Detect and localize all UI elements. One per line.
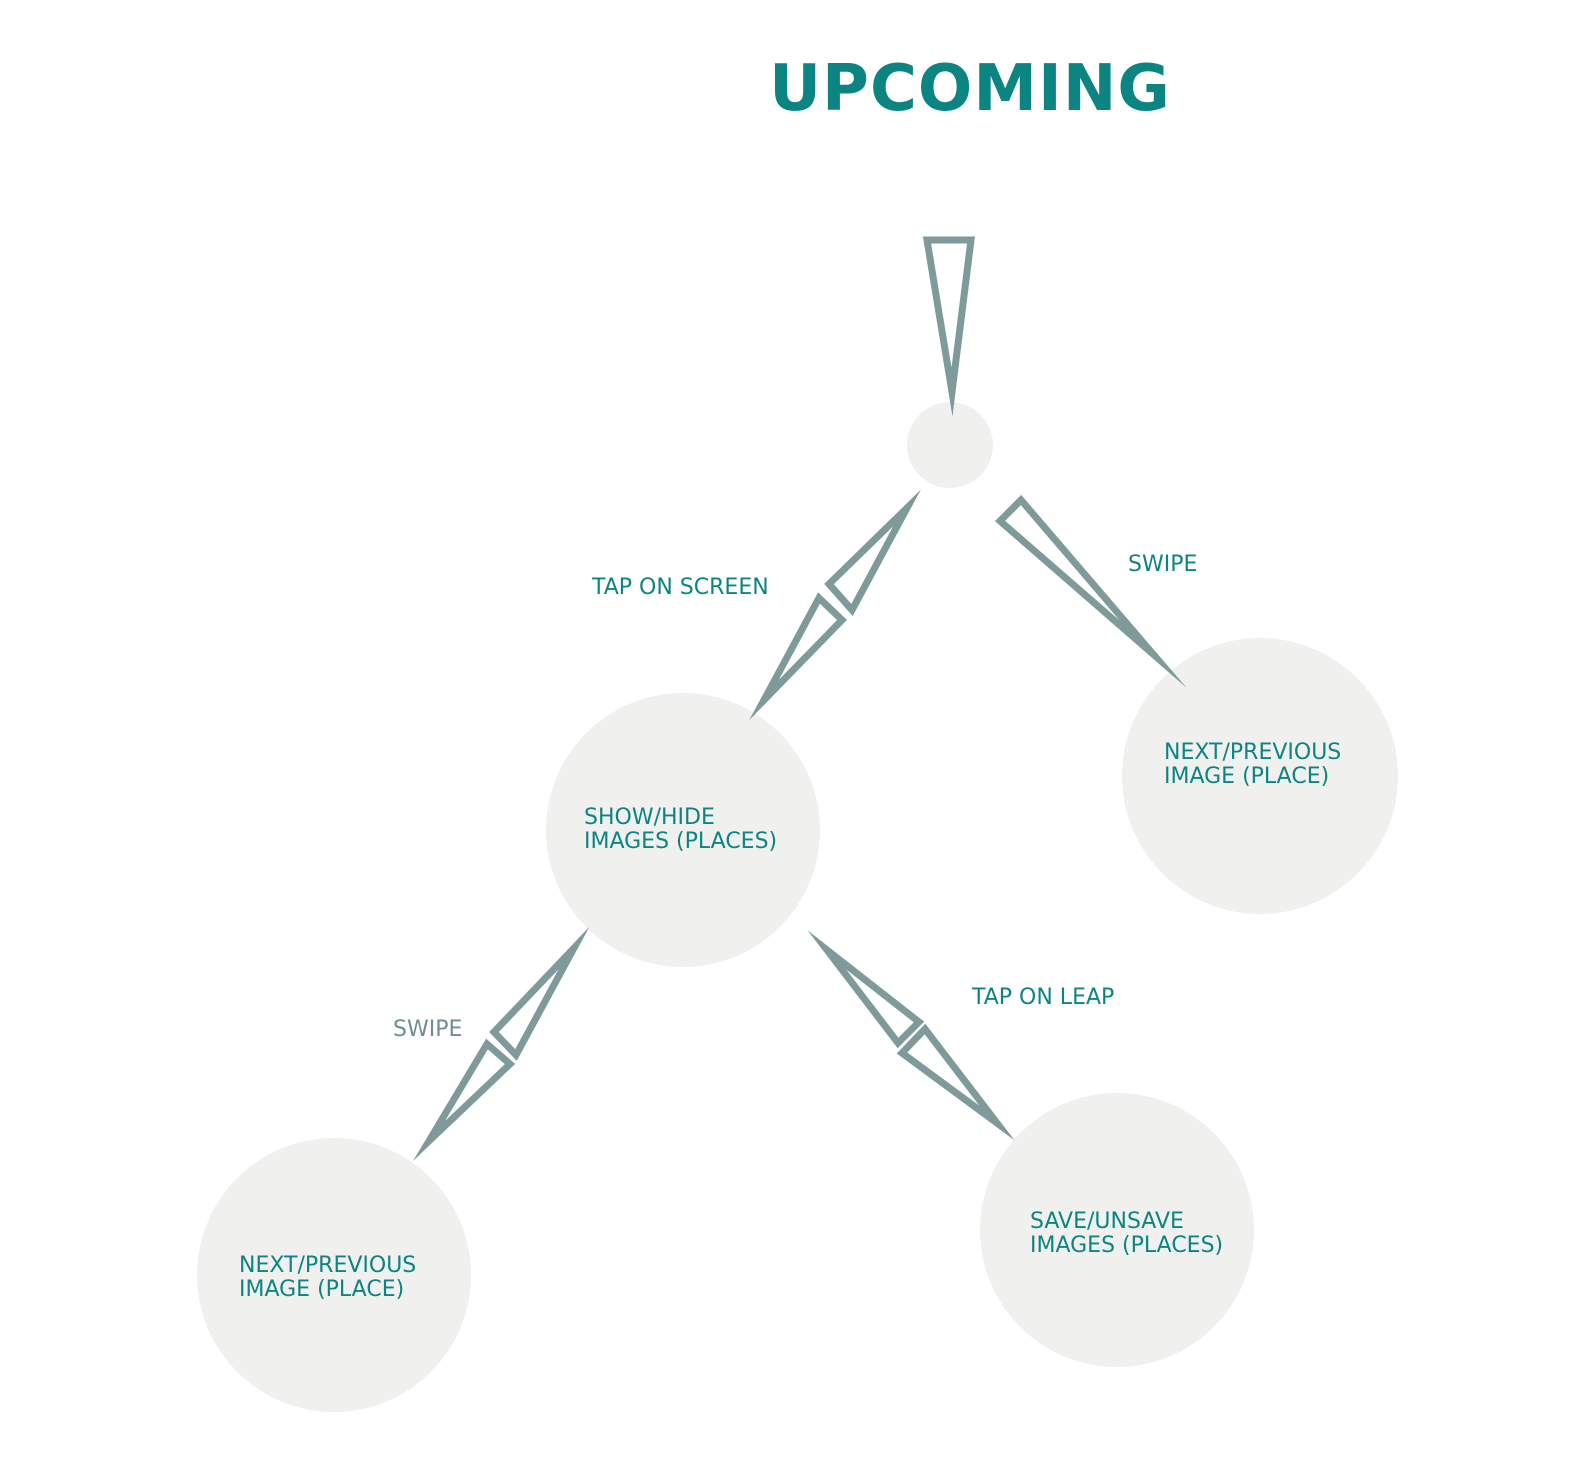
show-hide-node <box>546 693 820 967</box>
next-prev-right-node <box>1122 638 1398 914</box>
next-prev-left-label: NEXT/PREVIOUS IMAGE (PLACE) <box>239 1254 416 1302</box>
tap-on-screen-arrow-head <box>824 489 921 617</box>
edge-label-tap-on-screen: TAP ON SCREEN <box>592 575 769 600</box>
edge-label-swipe-left: SWIPE <box>393 1017 463 1042</box>
show-hide-label-line-2: IMAGES (PLACES) <box>584 829 778 854</box>
tap-on-leap-arrow-tail <box>896 1023 1015 1141</box>
show-hide-label-line-1: SHOW/HIDE <box>584 805 715 830</box>
swipe-left-arrow-tail <box>412 1038 516 1162</box>
next-prev-right-label-line-1: NEXT/PREVIOUS <box>1164 740 1342 765</box>
entry-arrow <box>922 236 975 417</box>
next-prev-left-node <box>197 1138 471 1412</box>
save-unsave-label-line-2: IMAGES (PLACES) <box>1030 1233 1224 1258</box>
edge-label-swipe-right: SWIPE <box>1128 552 1198 577</box>
edge-label-tap-on-leap: TAP ON LEAP <box>972 985 1115 1010</box>
tap-on-leap-arrow-head <box>807 930 925 1049</box>
next-prev-left-label-line-1: NEXT/PREVIOUS <box>239 1253 417 1278</box>
save-unsave-node <box>980 1093 1254 1367</box>
next-prev-right-label-line-2: IMAGE (PLACE) <box>1164 764 1330 789</box>
save-unsave-label: SAVE/UNSAVE IMAGES (PLACES) <box>1030 1210 1223 1258</box>
save-unsave-label-line-1: SAVE/UNSAVE <box>1030 1209 1184 1234</box>
show-hide-label: SHOW/HIDE IMAGES (PLACES) <box>584 806 777 854</box>
tap-on-screen-arrow-tail <box>749 592 847 721</box>
next-prev-right-label: NEXT/PREVIOUS IMAGE (PLACE) <box>1164 741 1341 789</box>
swipe-left-arrow-head <box>489 926 590 1061</box>
swipe-right-arrow <box>994 494 1187 688</box>
diagram-title: UPCOMING <box>769 52 1171 126</box>
start-node <box>907 402 993 488</box>
next-prev-left-label-line-2: IMAGE (PLACE) <box>239 1277 405 1302</box>
